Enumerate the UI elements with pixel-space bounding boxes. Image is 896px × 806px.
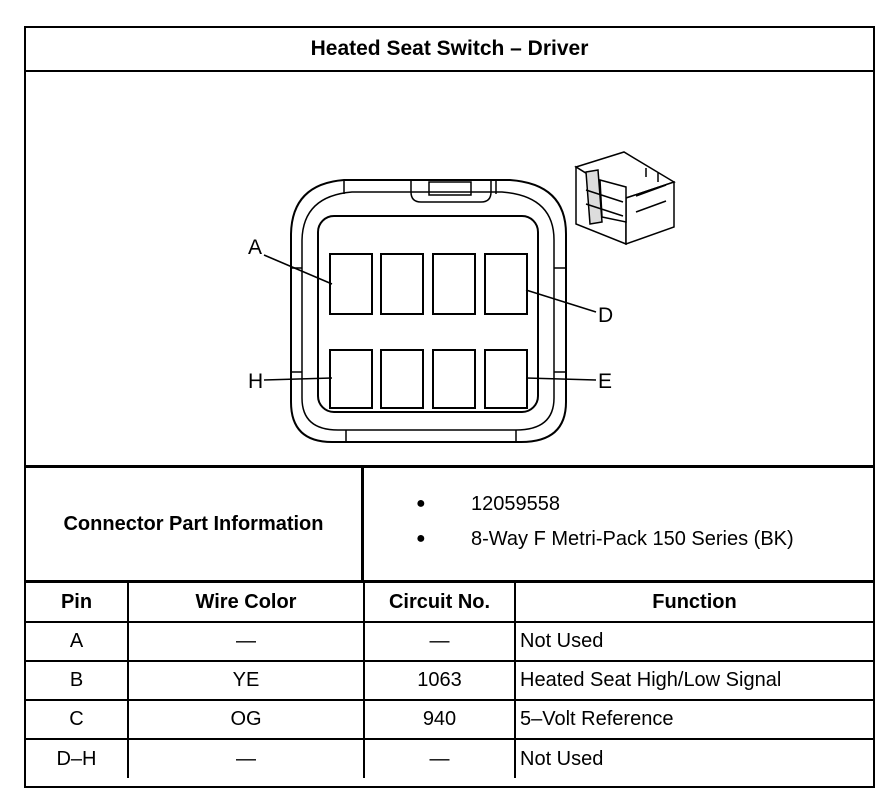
cell-circuit-no: 940 [363, 699, 516, 740]
cell-function: Not Used [514, 621, 873, 662]
pin-label-d: D [598, 304, 613, 327]
pin-cavity [317, 215, 539, 413]
pin-label-h: H [248, 370, 263, 393]
header-circuit-no: Circuit No. [363, 583, 516, 623]
table-header-row: Pin Wire Color Circuit No. Function [26, 583, 873, 623]
cell-function: 5–Volt Reference [514, 699, 873, 740]
cell-circuit-no: — [363, 738, 516, 778]
header-pin: Pin [26, 583, 129, 623]
housing-outline [290, 179, 567, 443]
table-row: B YE 1063 Heated Seat High/Low Signal [26, 660, 873, 701]
latch [410, 180, 492, 203]
latch-tab [428, 181, 472, 196]
cell-pin: A [26, 621, 129, 662]
connector-type: 8-Way F Metri-Pack 150 Series (BK) [471, 527, 794, 550]
cell-wire-color: — [127, 738, 365, 778]
bullet-icon: ● [416, 530, 426, 547]
connector-info-list: ● 12059558 ● 8-Way F Metri-Pack 150 Seri… [364, 468, 873, 580]
pin-a [329, 253, 373, 315]
bullet-icon: ● [416, 495, 426, 512]
leader-d [525, 289, 597, 313]
list-item: ● 12059558 [364, 489, 873, 519]
pin-f [432, 349, 476, 409]
table-row: A — — Not Used [26, 621, 873, 662]
connector-sheet: Heated Seat Switch – Driver [24, 26, 875, 788]
pin-c [432, 253, 476, 315]
leader-e [525, 377, 597, 381]
leader-a [263, 254, 333, 285]
cell-wire-color: OG [127, 699, 365, 740]
list-item: ● 8-Way F Metri-Pack 150 Series (BK) [364, 524, 873, 554]
table-row: D–H — — Not Used [26, 738, 873, 778]
connector-face-drawing: A D H E [248, 151, 676, 443]
cell-pin: B [26, 660, 129, 701]
cell-function: Heated Seat High/Low Signal [514, 660, 873, 701]
pinout-table: Pin Wire Color Circuit No. Function A — … [26, 583, 873, 778]
pin-label-e: E [598, 370, 612, 393]
leader-h [263, 377, 333, 381]
header-function: Function [514, 583, 873, 623]
header-wire-color: Wire Color [127, 583, 365, 623]
cell-pin: C [26, 699, 129, 740]
pin-d [484, 253, 528, 315]
pin-label-a: A [248, 236, 262, 259]
pin-g [380, 349, 424, 409]
cell-circuit-no: — [363, 621, 516, 662]
part-number: 12059558 [471, 492, 560, 515]
housing-inner-outline [301, 191, 555, 431]
cell-wire-color: YE [127, 660, 365, 701]
cell-wire-color: — [127, 621, 365, 662]
cell-circuit-no: 1063 [363, 660, 516, 701]
cell-function: Not Used [514, 738, 873, 778]
connector-part-info: Connector Part Information ● 12059558 ● … [26, 465, 873, 583]
table-row: C OG 940 5–Volt Reference [26, 699, 873, 740]
connector-iso-illustration [574, 151, 676, 246]
page-title: Heated Seat Switch – Driver [26, 28, 873, 72]
pin-h [329, 349, 373, 409]
connector-diagram: A D H E [26, 72, 873, 467]
cell-pin: D–H [26, 738, 129, 778]
pin-b [380, 253, 424, 315]
connector-info-label: Connector Part Information [26, 468, 364, 580]
pin-e [484, 349, 528, 409]
